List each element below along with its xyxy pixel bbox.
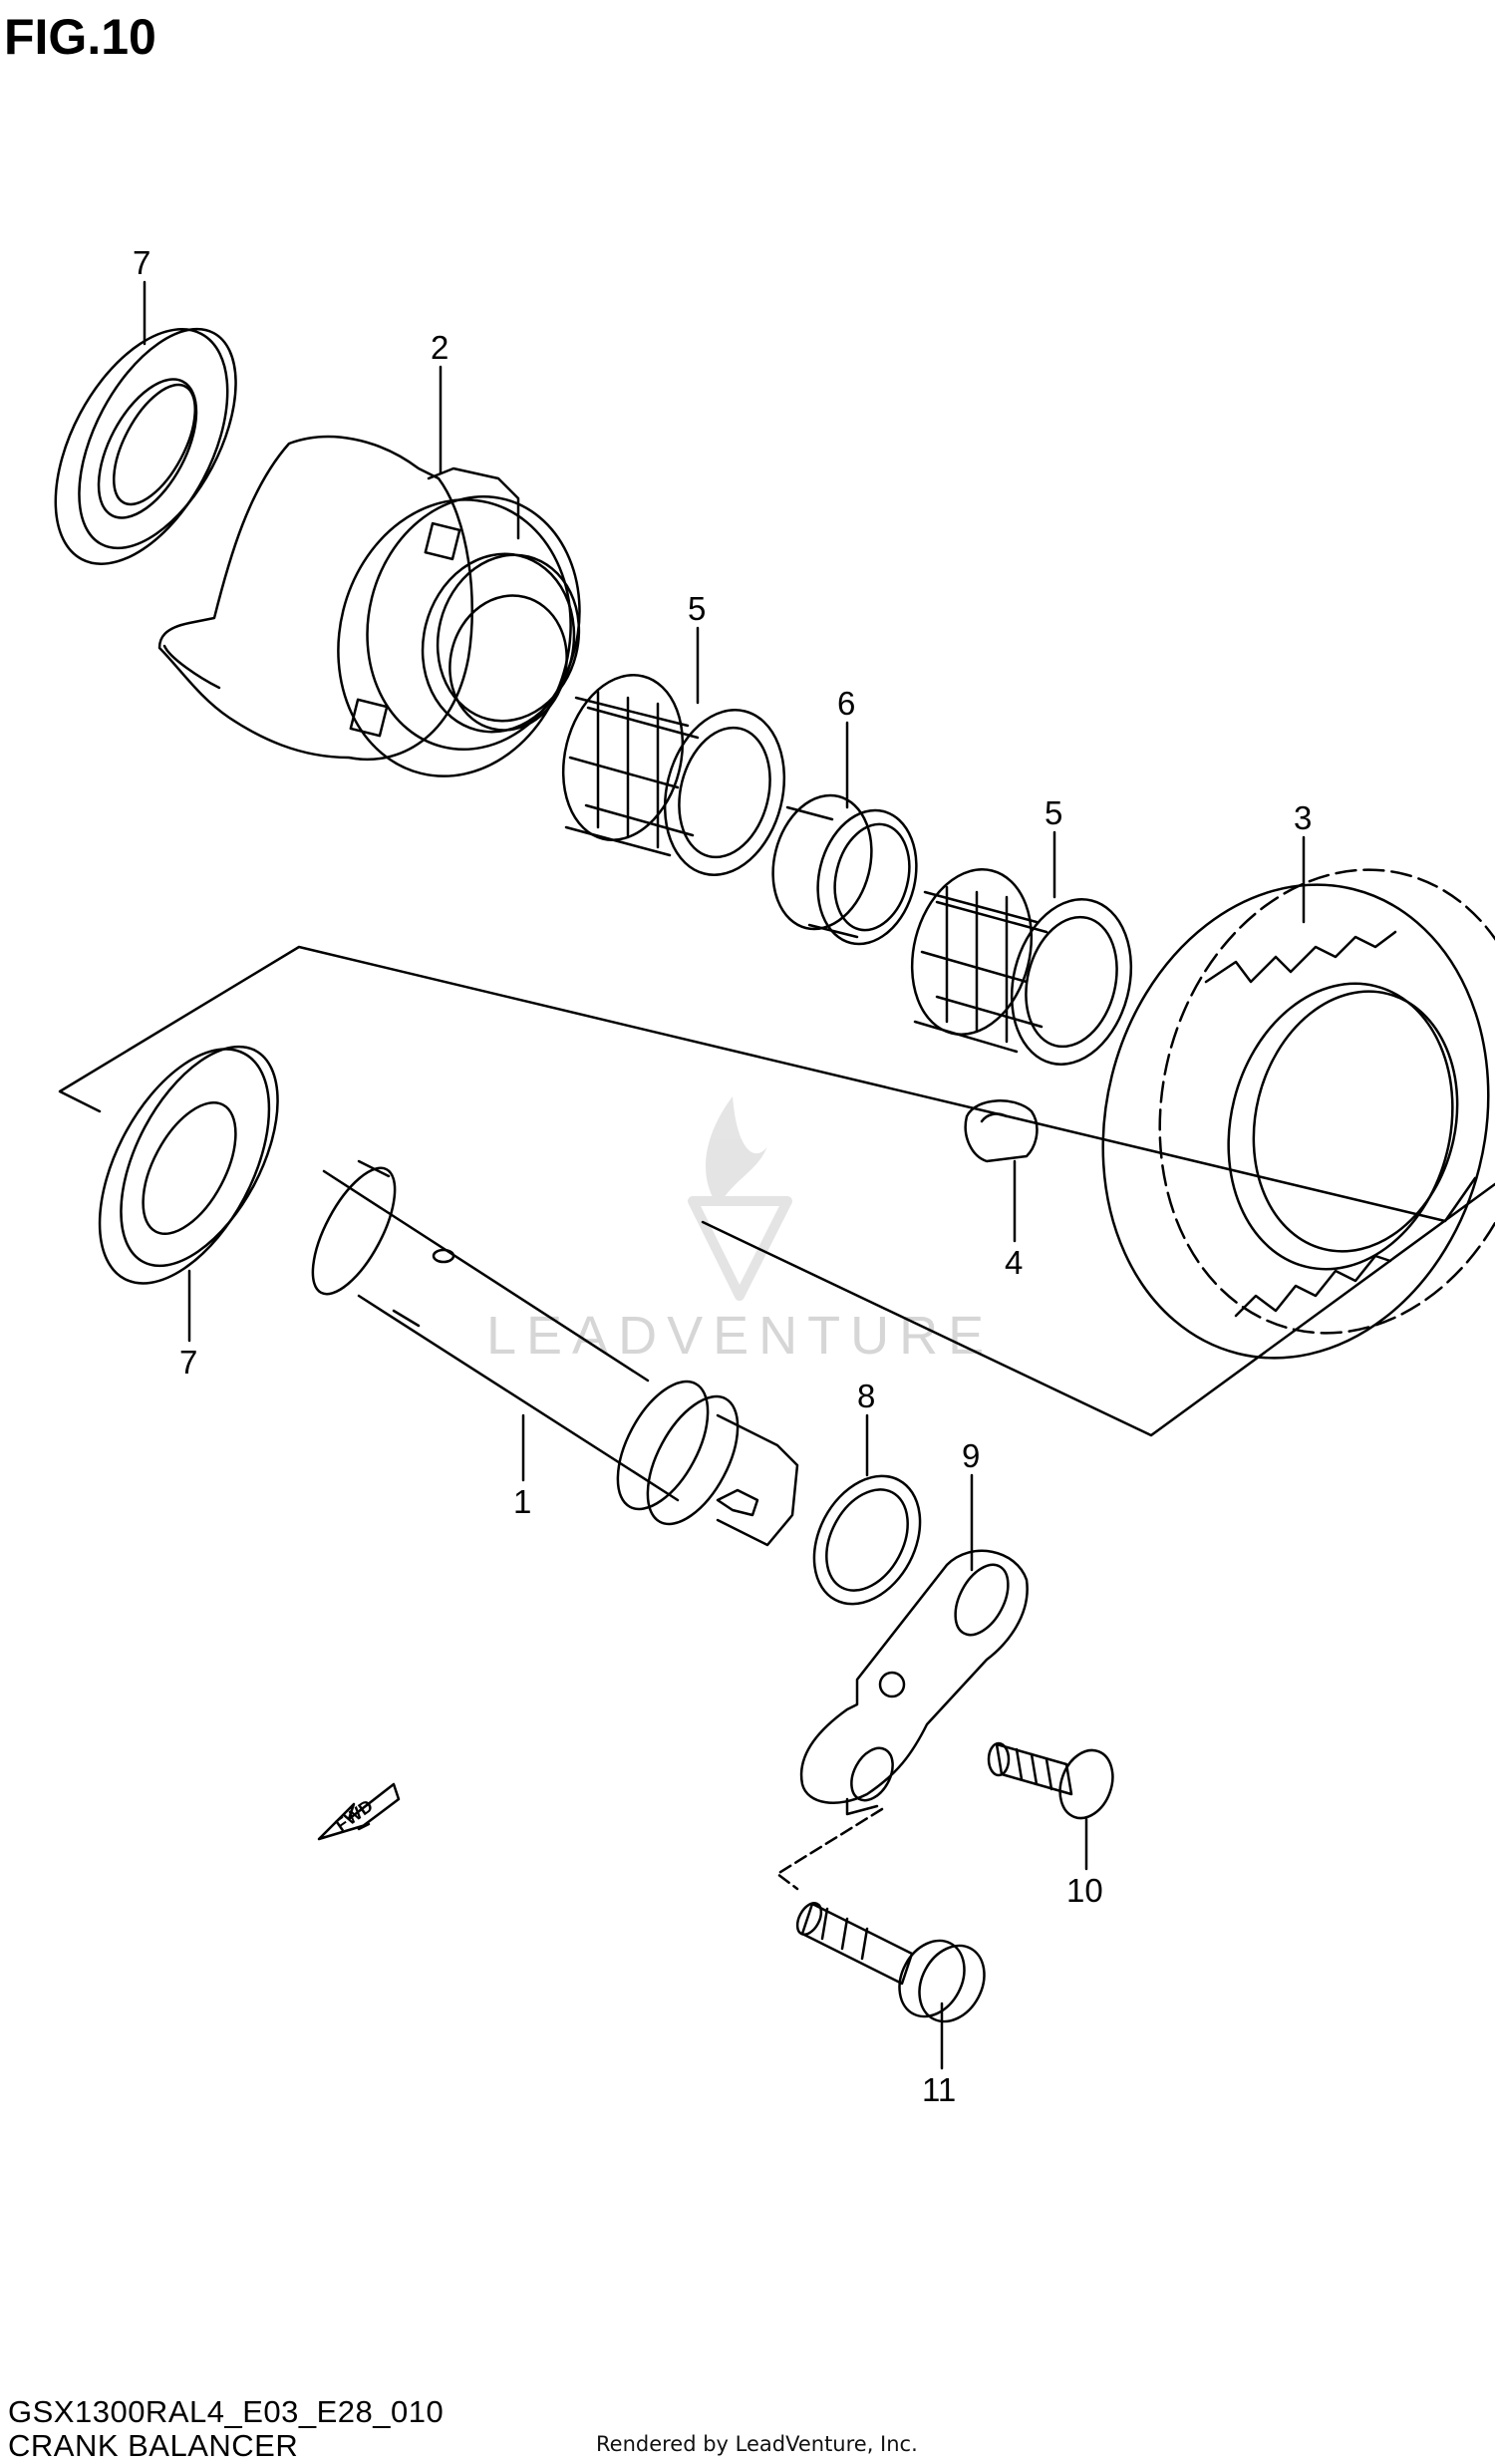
assembly-plane-outline	[58, 945, 1477, 1223]
callout-5-lower: 5	[1045, 794, 1062, 831]
callout-1: 1	[513, 1483, 531, 1520]
model-code: GSX1300RAL4_E03_E28_010	[8, 2394, 445, 2429]
render-credit: Rendered by LeadVenture, Inc.	[596, 2432, 918, 2456]
callout-labels: 7 2 5 6 5 3 4 7 1 8 9 10 11	[133, 244, 1312, 2108]
needle-bearing-lower	[910, 868, 1133, 1066]
watermark-logo: LEADVENTURE	[486, 1096, 994, 1366]
callout-11: 11	[922, 2071, 956, 2108]
needle-bearing-upper	[561, 674, 786, 876]
assembly-plane-outline-lower	[701, 1182, 1495, 1437]
fwd-arrow: FWD	[317, 1782, 401, 1841]
figure-title: FIG.10	[4, 9, 156, 65]
oil-seal-upper	[54, 327, 237, 565]
callout-5-upper: 5	[688, 590, 706, 627]
spacer-ring	[771, 793, 918, 946]
callout-8: 8	[857, 1378, 875, 1414]
watermark-text: LEADVENTURE	[486, 1306, 994, 1366]
balancer-gear	[1101, 868, 1495, 1360]
flange-bolt	[795, 1902, 986, 2023]
callout-3: 3	[1294, 799, 1312, 836]
bolt-small	[987, 1741, 1114, 1820]
washer	[812, 1474, 922, 1606]
woodruff-key	[964, 1099, 1039, 1163]
assembly-dash-line	[775, 1807, 884, 1891]
callout-4: 4	[1005, 1244, 1023, 1281]
callout-7-upper: 7	[133, 244, 150, 281]
callout-10: 10	[1066, 1872, 1103, 1909]
balancer-weight	[157, 435, 581, 777]
lever-arm	[799, 1549, 1029, 1816]
callout-2: 2	[431, 329, 448, 366]
oil-seal-lower	[98, 1045, 279, 1285]
callout-7-lower: 7	[179, 1344, 197, 1381]
diagram-caption: CRANK BALANCER	[8, 2428, 299, 2463]
balancer-shaft	[311, 1159, 799, 1547]
callout-9: 9	[962, 1437, 980, 1474]
callout-6: 6	[837, 685, 855, 722]
leader-lines	[143, 280, 1306, 2070]
